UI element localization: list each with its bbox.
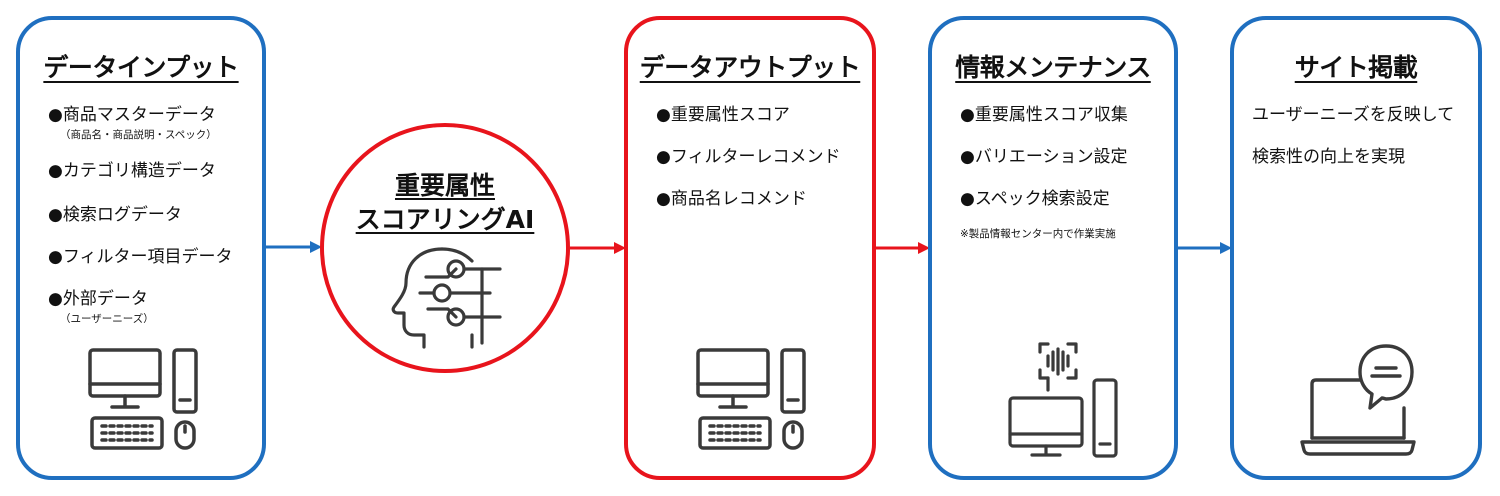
arrow-ai-to-output bbox=[570, 240, 626, 260]
maintenance-item-score-collect: ●重要属性スコア収集 bbox=[960, 105, 1128, 125]
maintenance-note: ※製品情報センター内で作業実施 bbox=[960, 228, 1116, 240]
data-input-box: データインプット ●商品マスターデータ （商品名・商品説明・スペック） ●カテゴ… bbox=[16, 16, 266, 480]
input-item-filter: ●フィルター項目データ bbox=[48, 247, 233, 267]
maintenance-item-spec-search: ●スペック検索設定 bbox=[960, 189, 1110, 209]
data-output-title: データアウトプット bbox=[639, 53, 861, 82]
arrow-input-to-ai bbox=[266, 239, 322, 259]
scoring-ai-title-line1: 重要属性 bbox=[394, 171, 495, 200]
site-line-1: ユーザーニーズを反映して bbox=[1252, 105, 1455, 125]
output-item-filter-recommend: ●フィルターレコメンド bbox=[656, 147, 841, 167]
scoring-ai-circle: 重要属性 スコアリングAI bbox=[320, 123, 570, 373]
voice-computer-icon bbox=[1002, 340, 1122, 460]
desktop-computer-icon bbox=[694, 346, 814, 456]
ai-head-circuit-icon bbox=[390, 243, 505, 353]
site-line-2: 検索性の向上を実現 bbox=[1252, 147, 1405, 167]
arrow-output-to-maintenance bbox=[876, 240, 930, 260]
info-maintenance-title: 情報メンテナンス bbox=[955, 53, 1151, 82]
input-item-product-master: ●商品マスターデータ （商品名・商品説明・スペック） bbox=[48, 105, 217, 141]
input-item-category: ●カテゴリ構造データ bbox=[48, 161, 216, 181]
info-maintenance-box: 情報メンテナンス ●重要属性スコア収集 ●バリエーション設定 ●スペック検索設定… bbox=[928, 16, 1178, 480]
site-publish-title: サイト掲載 bbox=[1294, 53, 1418, 82]
input-item-search-log: ●検索ログデータ bbox=[48, 205, 182, 225]
input-item-product-master-sub: （商品名・商品説明・スペック） bbox=[60, 129, 217, 141]
laptop-chat-icon bbox=[1300, 342, 1424, 460]
maintenance-item-variation: ●バリエーション設定 bbox=[960, 147, 1128, 167]
site-publish-box: サイト掲載 ユーザーニーズを反映して 検索性の向上を実現 bbox=[1230, 16, 1482, 480]
data-input-title: データインプット bbox=[43, 53, 239, 82]
input-item-external: ●外部データ （ユーザーニーズ） bbox=[48, 289, 154, 325]
scoring-ai-title-line2: スコアリングAI bbox=[355, 205, 535, 234]
desktop-computer-icon bbox=[86, 346, 206, 456]
data-output-box: データアウトプット ●重要属性スコア ●フィルターレコメンド ●商品名レコメンド bbox=[624, 16, 876, 480]
scoring-ai-title: 重要属性 スコアリングAI bbox=[324, 169, 566, 237]
output-item-score: ●重要属性スコア bbox=[656, 105, 790, 125]
arrow-maintenance-to-site bbox=[1178, 240, 1232, 260]
output-item-name-recommend: ●商品名レコメンド bbox=[656, 189, 807, 209]
input-item-external-sub: （ユーザーニーズ） bbox=[60, 313, 154, 325]
